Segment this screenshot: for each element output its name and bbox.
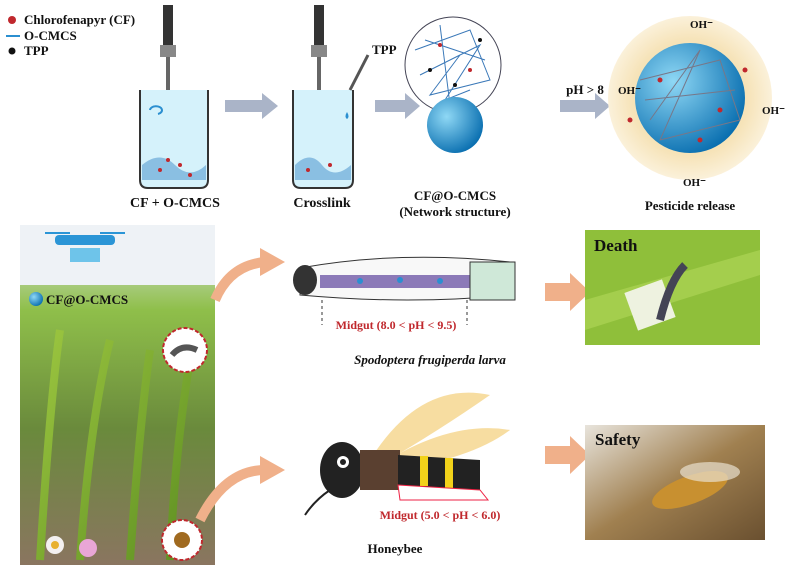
legend-ocmcs: O-CMCS [24,28,77,43]
release-label: Pesticide release [644,198,736,213]
curved-arrow-to-bee [195,465,266,523]
red-dot-icon [8,16,16,24]
step-crosslink-label: Crosslink [293,196,351,211]
tpp-label: TPP [372,42,397,57]
curved-arrow-to-larva [210,257,266,303]
bee-midgut-label: Midgut (5.0 < pH < 6.0) [379,508,501,522]
network-structure [404,16,502,153]
black-dot-icon [8,47,16,55]
syringe-icon [348,54,370,91]
safety-label: Safety [595,430,641,449]
hydroxide-label: OH⁻ [690,19,713,31]
nanoparticle-legend-icon [29,292,43,306]
field-nanoparticle-label: CF@O-CMCS [46,292,129,307]
drone-icon [45,232,125,262]
hydroxide-label: OH⁻ [618,85,641,97]
larva-caption: Spodoptera frugiperda larva [354,352,506,367]
death-photo [585,230,760,345]
process-arrow [225,93,278,119]
safety-photo [585,425,765,540]
hydroxide-label: OH⁻ [683,177,706,189]
beaker-crosslink [292,5,370,189]
step-mix-label: CF + O-CMCS [130,196,220,211]
product-sublabel: (Network structure) [399,204,511,219]
field-photo [20,225,215,565]
outcome-arrow [545,273,590,311]
legend-cf: Chlorofenapyr (CF) [24,12,136,27]
process-arrow [375,93,420,119]
death-label: Death [594,236,638,255]
nanoparticle-sphere [427,97,483,153]
bee-illustration [304,392,510,516]
larva-illustration [293,256,516,325]
outcome-arrow [545,436,590,474]
ph-condition-label: pH > 8 [566,82,604,97]
product-label: CF@O-CMCS [413,188,497,203]
release-sphere [608,16,772,180]
process-arrow [560,93,610,119]
beaker-mix [139,5,209,189]
larva-midgut-label: Midgut (8.0 < pH < 9.5) [335,318,457,332]
bee-caption: Honeybee [367,541,423,556]
legend-tpp: TPP [24,43,49,58]
legend-symbols [6,16,20,55]
hydroxide-label: OH⁻ [762,105,785,117]
